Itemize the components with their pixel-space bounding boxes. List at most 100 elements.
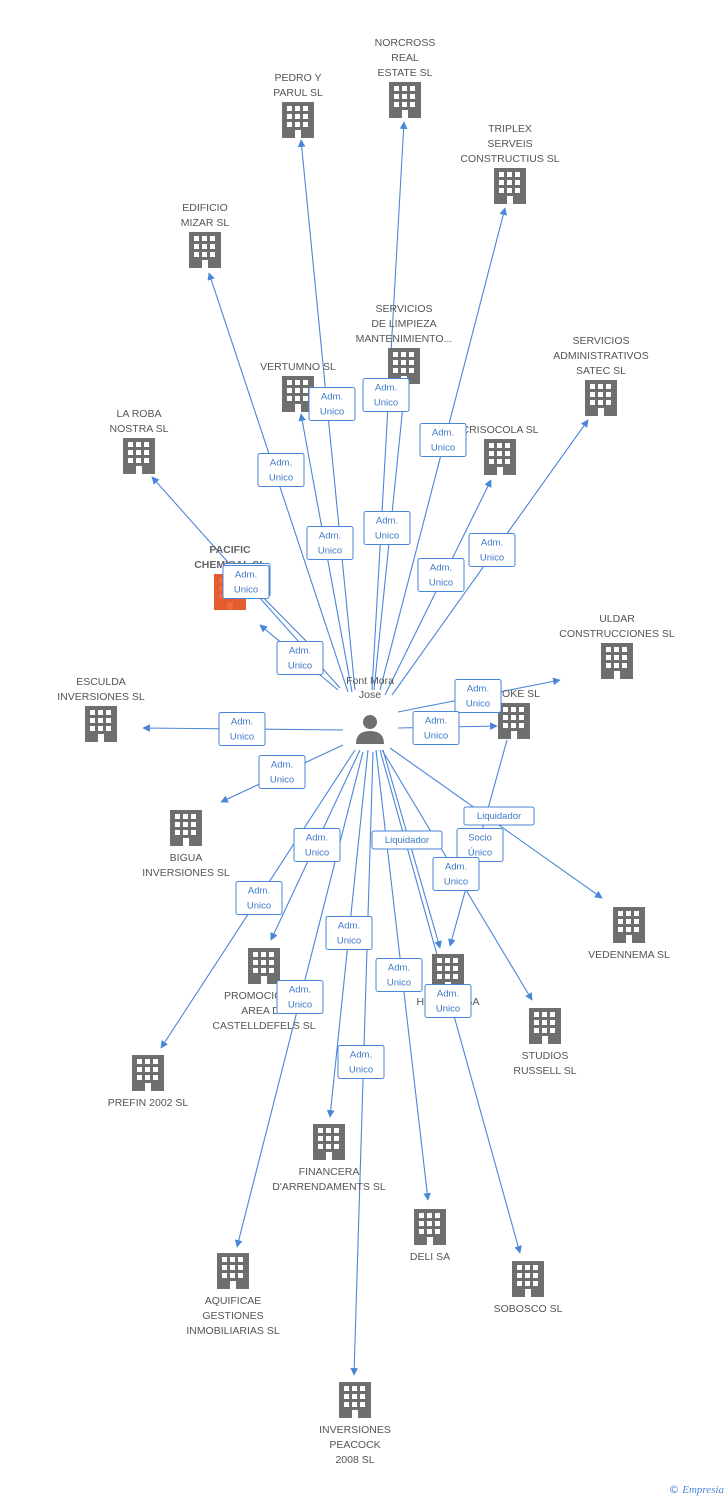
building-icon [414,1209,446,1245]
relation-text: Unico [270,775,294,786]
relation-box [337,1045,385,1079]
company-label: D'ARRENDAMENTS SL [272,1181,386,1193]
company-node-deli[interactable]: DELI SA [410,1209,450,1263]
relation-text: Unico [429,578,453,589]
relation-label-pacific[interactable]: Adm. Unico [222,565,270,599]
relation-text: Unico [387,978,411,989]
company-label: PEDRO Y [274,72,321,84]
relation-box [371,830,443,850]
company-node-vertumno[interactable]: VERTUMNO SL [260,361,336,412]
relation-label-skoke[interactable]: Adm.Unico [412,711,460,745]
footer-brand[interactable]: © Empresia [668,1483,724,1496]
relation-box [468,533,516,567]
relation-label-sobosco[interactable]: Adm.Unico [424,984,472,1018]
building-icon [585,380,617,416]
company-label: PEACOCK [329,1439,380,1451]
company-node-uldar[interactable]: ULDAR CONSTRUCCIONES SL [559,613,675,679]
relation-label-esculda[interactable]: Adm.Unico [218,712,266,746]
relation-label-peacock[interactable]: Adm.Unico [337,1045,385,1079]
relation-label-triplex[interactable]: Adm.Unico [419,423,467,457]
relation-text: Adm. [235,570,257,581]
company-label: ADMINISTRATIVOS [553,350,648,362]
relation-label-deli[interactable]: Adm.Unico [375,958,423,992]
relation-label-vertumno[interactable]: Adm.Unico [306,526,354,560]
relation-label-financera[interactable]: Adm.Unico [325,916,373,950]
company-node-crisocola[interactable]: CRISOCOLA SL [461,424,539,475]
relation-label-aquificae[interactable]: Adm.Unico [276,980,324,1014]
company-label: EDIFICIO [182,202,228,214]
building-icon [389,82,421,118]
relation-text: Adm. [481,538,503,549]
relation-label-promocion[interactable]: Adm.Unico [293,828,341,862]
company-label: CRISOCOLA SL [461,424,538,436]
relation-box [235,881,283,915]
relation-label-pacific[interactable]: Adm.Unico [276,641,324,675]
relation-label-prefin[interactable]: Adm.Unico [235,881,283,915]
company-label: DELI SA [410,1251,450,1263]
person-name: Font Mora [346,675,394,687]
relation-label-satec[interactable]: Adm.Unico [468,533,516,567]
company-node-vedennema[interactable]: VEDENNEMA SL [588,907,670,961]
relation-box [412,711,460,745]
company-label: ESTATE SL [377,67,432,79]
relation-label-uldar[interactable]: Adm.Unico [454,679,502,713]
relation-text: Único [468,848,492,859]
company-label: STUDIOS [522,1050,569,1062]
building-icon [339,1382,371,1418]
relation-label-limpieza[interactable]: Adm.Unico [363,511,411,545]
building-icon [313,1124,345,1160]
relation-text: Unico [337,936,361,947]
company-label: AQUIFICAE [205,1295,262,1307]
relation-text: Adm. [425,716,447,727]
building-icon [170,810,202,846]
company-label: LA ROBA [117,408,162,420]
relation-box [419,423,467,457]
company-label: CASTELLDEFELS SL [212,1020,315,1032]
company-label: INMOBILIARIAS SL [186,1325,280,1337]
company-node-sobosco[interactable]: SOBOSCO SL [494,1261,563,1315]
building-icon [494,168,526,204]
building-icon [613,907,645,943]
person-icon [356,731,384,744]
relation-label-studios[interactable]: Adm.Unico [432,857,480,891]
company-node-laroba[interactable]: LA ROBA NOSTRA SL [110,408,169,474]
relation-label-vedennema[interactable]: Liquidador [463,806,535,826]
company-node-prefin[interactable]: PREFIN 2002 SL [108,1055,189,1109]
relation-box [432,857,480,891]
relation-label-norcross[interactable]: Adm.Unico [362,378,410,412]
relation-label-pedro[interactable]: Adm.Unico [308,387,356,421]
relation-text: Adm. [271,760,293,771]
relation-box [218,712,266,746]
relation-text: Adm. [432,428,454,439]
relation-text: Unico [234,585,258,596]
relation-box [463,806,535,826]
company-label: NORCROSS [375,37,436,49]
relation-label-edificio[interactable]: Adm.Unico [257,453,305,487]
relation-label-crisocola[interactable]: Adm. Unico [417,558,465,592]
relation-text: Unico [466,699,490,710]
company-label: INVERSIONES [319,1424,391,1436]
company-label: CONSTRUCCIONES SL [559,628,675,640]
building-icon [484,439,516,475]
company-label: NOSTRA SL [110,423,169,435]
relation-text: Adm. [376,516,398,527]
company-label: ULDAR [599,613,635,625]
relation-label-bigua[interactable]: Adm. Unico [258,755,306,789]
relation-label-heredia[interactable]: Liquidador [371,830,443,850]
relation-text: Adm. [437,989,459,1000]
relation-text: Adm. [430,563,452,574]
